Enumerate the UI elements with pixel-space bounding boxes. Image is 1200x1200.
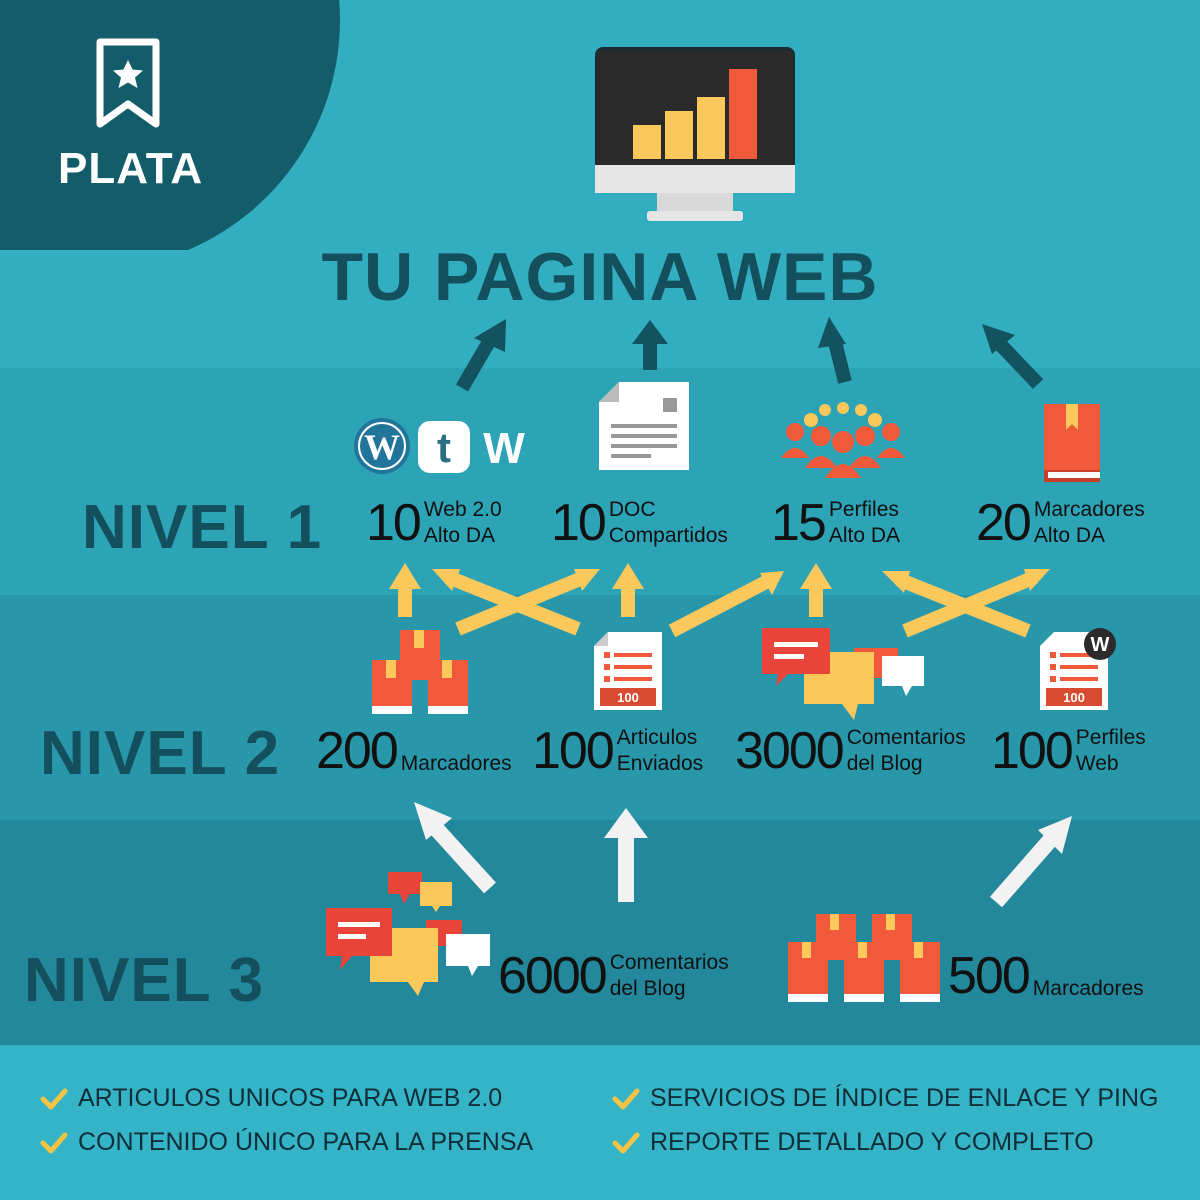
nivel2-stat-marcadores: 200 Marcadores — [316, 725, 512, 777]
feature-text: ARTICULOS UNICOS PARA WEB 2.0 — [78, 1084, 503, 1112]
plata-badge-circle — [0, 0, 340, 250]
web-profile-document-icon: 100 W — [1040, 628, 1116, 710]
nivel2-stat-perfiles: 100 Perfiles Web — [991, 725, 1146, 778]
plata-label: PLATA — [58, 144, 204, 193]
stat-number: 500 — [948, 947, 1031, 1006]
doc-badge-text: 100 — [617, 690, 639, 705]
nivel1-stat-doc: 10 DOC Compartidos — [551, 497, 728, 550]
feature-text: SERVICIOS DE ÍNDICE DE ENLACE Y PING — [650, 1084, 1159, 1112]
check-icon — [40, 1088, 68, 1109]
doc-badge-text: 100 — [1063, 690, 1085, 705]
stat-number: 10 — [551, 494, 607, 553]
group-profiles-icon — [781, 402, 905, 478]
bookmarks-pile-icon — [788, 914, 940, 1002]
nivel1-stat-marcadores: 20 Marcadores Alto DA — [976, 497, 1145, 550]
arrow-up-icon — [992, 337, 1044, 389]
nivel1-stat-web20: 10 Web 2.0 Alto DA — [366, 497, 502, 550]
comments-bubbles-icon — [326, 872, 490, 996]
stat-label: Marcadores Alto DA — [1033, 498, 1145, 548]
stat-number: 10 — [366, 494, 422, 553]
stat-label: Perfiles Web — [1075, 726, 1146, 776]
article-document-icon: 100 — [594, 632, 662, 710]
feature-item: ARTICULOS UNICOS PARA WEB 2.0 — [40, 1084, 502, 1113]
bookmarks-stack-icon — [372, 630, 468, 714]
web20-platform-icons: W t W — [354, 418, 525, 474]
nivel-1-label: NIVEL 1 — [82, 493, 323, 562]
check-icon — [612, 1088, 640, 1109]
stat-label: Articulos Enviados — [616, 726, 704, 776]
weebly-badge-icon: W — [1091, 634, 1110, 656]
nivel3-stat-marcadores: 500 Marcadores — [948, 950, 1144, 1002]
weebly-icon: W — [483, 424, 525, 473]
stat-number: 100 — [991, 722, 1074, 781]
nivel-3-label: NIVEL 3 — [24, 946, 265, 1015]
feature-text: REPORTE DETALLADO Y COMPLETO — [650, 1128, 1094, 1156]
nivel2-stat-comentarios: 3000 Comentarios del Blog — [735, 725, 966, 778]
stat-label: Perfiles Alto DA — [828, 498, 901, 548]
stat-number: 100 — [532, 722, 615, 781]
bookmark-book-icon — [1044, 404, 1100, 482]
feature-item: CONTENIDO ÚNICO PARA LA PRENSA — [40, 1128, 533, 1157]
chat-bubbles-icon — [762, 628, 924, 720]
check-icon — [40, 1132, 68, 1153]
arrows-nivel3-to-nivel2 — [414, 802, 1072, 908]
footer-band — [0, 1045, 1200, 1200]
stat-label: Comentarios del Blog — [846, 726, 966, 776]
stat-number: 20 — [976, 494, 1032, 553]
arrow-up-icon — [455, 336, 497, 392]
wordpress-icon: W — [364, 427, 400, 467]
arrows-to-website — [455, 317, 1044, 392]
feature-item: SERVICIOS DE ÍNDICE DE ENLACE Y PING — [612, 1084, 1158, 1113]
stat-label: Marcadores — [400, 752, 512, 775]
nivel3-stat-comentarios: 6000 Comentarios del Blog — [498, 950, 729, 1003]
page-title: TU PAGINA WEB — [321, 239, 879, 315]
band-nivel-3 — [0, 820, 1200, 1045]
bookmark-star-icon — [96, 38, 160, 128]
monitor-chart-icon — [595, 47, 795, 221]
nivel-2-label: NIVEL 2 — [40, 719, 281, 788]
document-icon — [599, 382, 689, 470]
nivel1-stat-perfiles: 15 Perfiles Alto DA — [771, 497, 900, 550]
check-icon — [612, 1132, 640, 1153]
arrows-nivel2-to-nivel1 — [389, 563, 1050, 638]
stat-label: Web 2.0 Alto DA — [423, 498, 502, 548]
feature-text: CONTENIDO ÚNICO PARA LA PRENSA — [78, 1128, 534, 1156]
tumblr-icon: t — [437, 424, 451, 471]
nivel2-stat-articulos: 100 Articulos Enviados — [532, 725, 703, 778]
stat-label: DOC Compartidos — [608, 498, 728, 548]
stat-number: 15 — [771, 494, 827, 553]
feature-item: REPORTE DETALLADO Y COMPLETO — [612, 1128, 1094, 1157]
stat-number: 3000 — [735, 722, 845, 781]
stat-label: Comentarios del Blog — [609, 951, 729, 1001]
stat-label: Marcadores — [1032, 977, 1144, 1000]
stat-number: 6000 — [498, 947, 608, 1006]
stat-number: 200 — [316, 722, 399, 781]
